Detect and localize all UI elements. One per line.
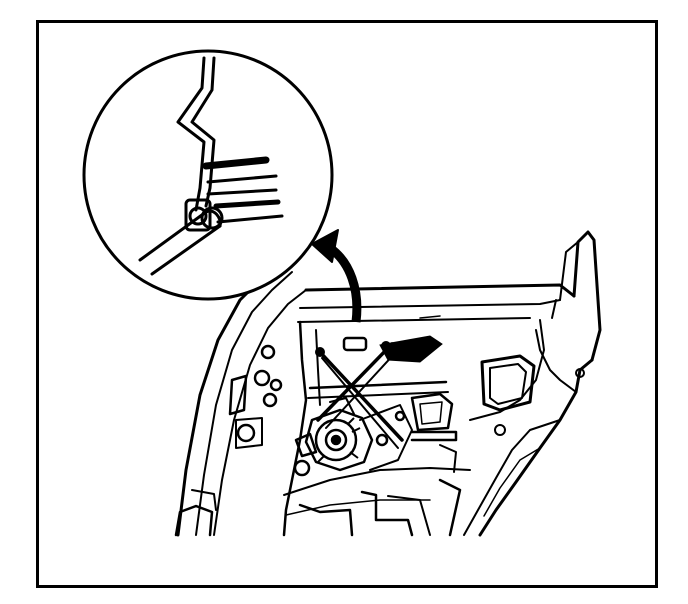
door-access-opening bbox=[480, 354, 536, 412]
hinge-pillar-holes bbox=[228, 344, 311, 477]
curved-direction-arrow bbox=[311, 229, 362, 323]
window-regulator-assembly bbox=[294, 315, 585, 473]
detail-magnifier-circle bbox=[82, 49, 334, 301]
